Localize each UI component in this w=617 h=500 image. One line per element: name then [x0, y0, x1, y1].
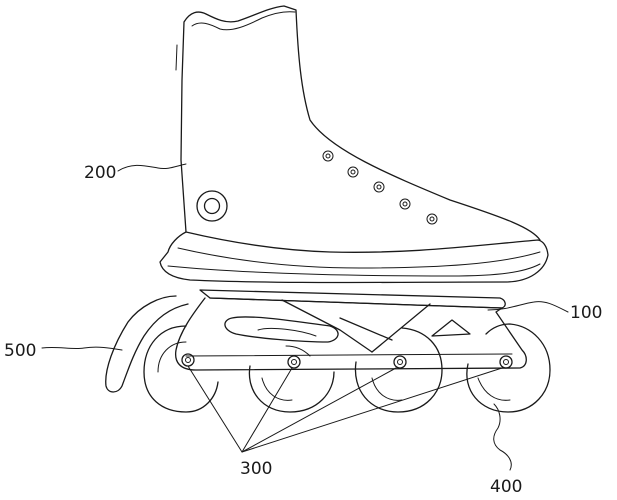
leader-500 [41, 346, 123, 351]
wheel-outline [143, 325, 219, 413]
wheel-hub [261, 377, 293, 401]
boot-collar-line [191, 11, 296, 31]
boot-sole-line [177, 247, 541, 269]
label-boot: 200 [84, 163, 116, 183]
eyelet [399, 198, 411, 210]
boot-shell-outline [180, 5, 541, 241]
leader-300-c [241, 367, 397, 453]
axle-inner [397, 359, 403, 365]
frame-body [174, 297, 527, 371]
wheel [143, 325, 219, 413]
wheel [354, 327, 443, 413]
leader-400 [493, 403, 512, 471]
eyelet [373, 181, 385, 193]
wheel-outline [248, 365, 335, 413]
leader-300-a [187, 365, 243, 453]
ankle-pivot-outer [196, 190, 228, 222]
frame-strut [339, 317, 393, 341]
wheel-outline [466, 323, 551, 413]
eyelet [322, 150, 334, 162]
axle-inner [185, 357, 191, 363]
leader-200 [117, 163, 187, 172]
leader-300-d [241, 367, 503, 453]
frame-cutout-long [224, 316, 339, 343]
wheel [466, 323, 551, 413]
axle-outer [499, 355, 513, 369]
eyelet [376, 184, 382, 190]
eyelet [426, 213, 438, 225]
wheel-hub [371, 377, 403, 401]
frame-strut [281, 299, 373, 353]
frame-cutout-triangle [431, 319, 471, 337]
eyelet [347, 166, 359, 178]
label-axles: 300 [240, 459, 272, 479]
leader-300-b [241, 367, 293, 453]
axle-inner [503, 359, 509, 365]
wheel-hub [285, 345, 311, 357]
axle-outer [287, 355, 301, 369]
axle-outer [393, 355, 407, 369]
wheel [248, 345, 335, 413]
wheel-hub [477, 377, 511, 401]
ankle-pivot-inner [203, 197, 221, 215]
wheels [143, 323, 551, 413]
label-frame: 100 [570, 303, 602, 323]
eyelet [350, 169, 356, 175]
frame-cutout-long-inner [257, 327, 317, 337]
label-wheel: 400 [490, 477, 522, 497]
axle-inner [291, 359, 297, 365]
eyelet [402, 201, 408, 207]
wheel-hub [157, 341, 187, 373]
wheel-outline [354, 327, 443, 413]
eyelet [325, 153, 331, 159]
frame [174, 289, 527, 371]
eyelet [429, 216, 435, 222]
leader-100 [487, 301, 569, 313]
boot-rear-line [175, 44, 178, 71]
brake-arm [105, 295, 189, 393]
boot [159, 5, 549, 284]
boot-sole-line [167, 263, 541, 277]
lace-eyelets [322, 150, 438, 225]
label-brake: 500 [4, 341, 36, 361]
frame-strut [371, 303, 431, 353]
leader-lines [41, 163, 569, 471]
boot-sole [159, 231, 549, 284]
frame-bottom-rail [185, 353, 513, 357]
reference-numerals: 200 100 500 300 400 [4, 163, 602, 497]
